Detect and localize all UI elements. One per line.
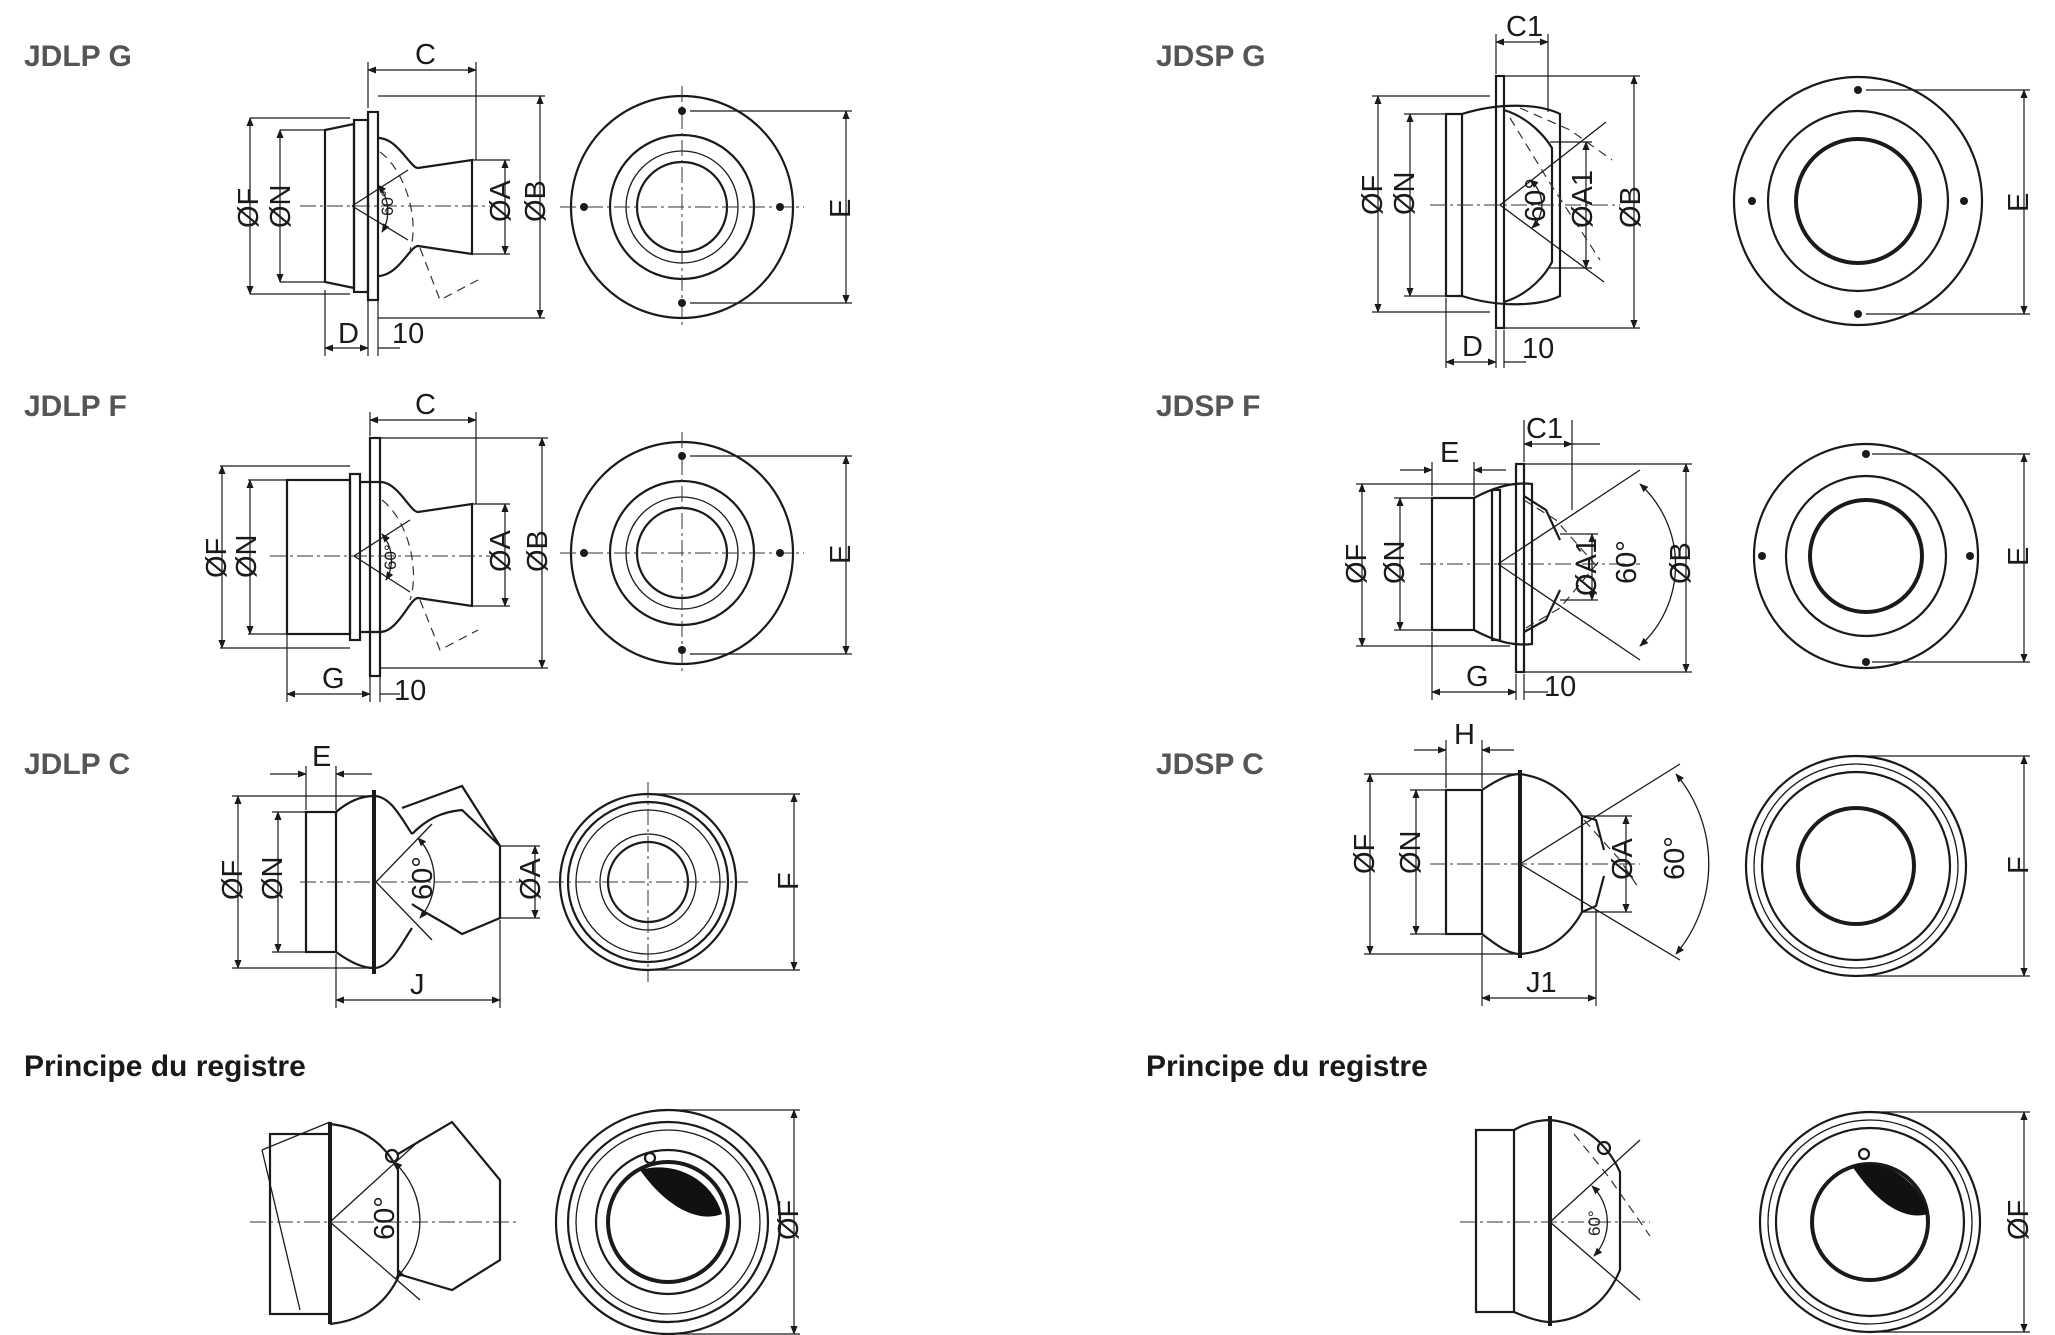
jdsp-f-angle-label: 60° bbox=[1611, 540, 1643, 584]
jdsp-f-phi-b-label: ØB bbox=[1665, 542, 1697, 584]
jdlp-f-g-label: G bbox=[322, 663, 345, 695]
jdlp-g-phi-a-label: ØA bbox=[485, 179, 517, 222]
drawing-principle-right: 60° ØF bbox=[1460, 1110, 2035, 1334]
jdlp-f-side-view: 60° bbox=[270, 436, 490, 678]
jdlp-c-front-view: F bbox=[548, 782, 805, 982]
title-jdsp-f: JDSP F bbox=[1156, 390, 1261, 423]
jdlp-c-phi-n-label: ØN bbox=[257, 857, 289, 901]
damper-blade-right-icon bbox=[1852, 1164, 1928, 1216]
jdsp-c-front-view: F bbox=[1744, 754, 2035, 978]
jdsp-g-ten-label: 10 bbox=[1522, 333, 1554, 365]
principle-left-angle-label: 60° bbox=[369, 1196, 401, 1240]
title-jdlp-f: JDLP F bbox=[24, 390, 127, 423]
jdlp-f-front-view: E bbox=[560, 432, 857, 674]
jdlp-f-e-label: E bbox=[825, 545, 857, 564]
principle-right-phi-f-label: ØF bbox=[2003, 1200, 2035, 1240]
jdlp-c-e-label: E bbox=[312, 741, 331, 773]
drawing-jdsp-c: 60° ØF ØN ØA H J1 F bbox=[1349, 719, 2035, 1006]
principle-left-front-view: ØF bbox=[554, 1108, 805, 1335]
jdlp-c-phi-f-label: ØF bbox=[217, 860, 249, 900]
jdlp-c-j-label: J bbox=[410, 969, 425, 1001]
jdlp-c-dimensions: ØF ØN ØA E J bbox=[217, 741, 547, 1008]
damper-blade-icon bbox=[640, 1167, 722, 1217]
jdsp-c-angle-label: 60° bbox=[1659, 836, 1691, 880]
jdlp-g-side-view: 60° bbox=[300, 110, 490, 302]
title-jdsp-g: JDSP G bbox=[1156, 40, 1266, 73]
jdlp-f-phi-n-label: ØN bbox=[231, 535, 263, 579]
jdlp-g-d-label: D bbox=[338, 318, 359, 350]
jdsp-f-phi-n-label: ØN bbox=[1379, 541, 1411, 585]
jdsp-f-dimensions: ØF ØN ØA1 ØB E C1 G 10 bbox=[1341, 413, 1697, 703]
title-jdlp-g: JDLP G bbox=[24, 40, 132, 73]
jdsp-g-side-view: 60° bbox=[1430, 74, 1620, 330]
jdsp-f-phi-a1-label: ØA1 bbox=[1571, 538, 1603, 596]
jdsp-c-dimensions: ØF ØN ØA H J1 bbox=[1349, 719, 1639, 1006]
jdlp-f-phi-a-label: ØA bbox=[485, 529, 517, 572]
jdsp-g-phi-n-label: ØN bbox=[1389, 172, 1421, 216]
jdlp-c-side-view: 60° bbox=[300, 784, 520, 974]
jdsp-c-f-label: F bbox=[2003, 856, 2035, 874]
drawing-principle-left: 60° ØF bbox=[250, 1108, 805, 1335]
title-principle-right: Principe du registre bbox=[1146, 1050, 1428, 1083]
jdlp-f-phi-b-label: ØB bbox=[522, 530, 554, 572]
jdlp-g-phi-f-label: ØF bbox=[233, 188, 265, 228]
principle-right-front-view: ØF bbox=[1758, 1110, 2035, 1334]
jdsp-g-d-label: D bbox=[1462, 331, 1483, 363]
jdlp-c-angle-label: 60° bbox=[407, 856, 439, 900]
jdlp-f-phi-f-label: ØF bbox=[201, 538, 233, 578]
jdlp-c-phi-a-label: ØA bbox=[515, 857, 547, 900]
jdsp-f-front-view: E bbox=[1752, 442, 2035, 670]
jdsp-c-side-view: 60° bbox=[1430, 763, 1710, 961]
jdlp-g-e-label: E bbox=[825, 199, 857, 218]
drawing-jdlp-c: 60° ØF ØN ØA E J bbox=[217, 741, 805, 1008]
jdsp-g-phi-f-label: ØF bbox=[1357, 175, 1389, 215]
jdlp-g-phi-b-label: ØB bbox=[520, 180, 552, 222]
jdlp-c-f-label: F bbox=[773, 872, 805, 890]
jdsp-f-g-label: G bbox=[1466, 661, 1489, 693]
jdlp-g-ten-label: 10 bbox=[392, 318, 424, 350]
jdlp-g-dimensions: ØF ØN ØA ØB C D 10 bbox=[233, 39, 552, 356]
jdsp-f-e-top-label: E bbox=[1440, 437, 1459, 469]
drawing-jdsp-g: 60° ØF ØN ØA1 ØB C1 D 10 bbox=[1357, 11, 2035, 368]
title-jdsp-c: JDSP C bbox=[1156, 748, 1264, 781]
drawing-jdsp-f: 60° ØF ØN ØA1 ØB E C1 G bbox=[1341, 413, 2035, 703]
jdlp-f-c-label: C bbox=[415, 389, 436, 421]
jdsp-c-h-label: H bbox=[1454, 719, 1475, 751]
jdsp-g-c1-label: C1 bbox=[1506, 11, 1543, 43]
title-principle-left: Principe du registre bbox=[24, 1050, 306, 1083]
jdlp-g-angle-label: 60° bbox=[378, 190, 397, 216]
jdsp-f-side-view: 60° bbox=[1420, 462, 1677, 674]
jdsp-f-c1-label: C1 bbox=[1526, 413, 1563, 445]
jdsp-g-phi-b-label: ØB bbox=[1615, 186, 1647, 228]
title-jdlp-c: JDLP C bbox=[24, 748, 131, 781]
principle-left-phi-f-label: ØF bbox=[773, 1200, 805, 1240]
jdsp-f-phi-f-label: ØF bbox=[1341, 544, 1373, 584]
jdsp-g-angle-label: 60° bbox=[1520, 178, 1552, 222]
jdlp-g-front-view: E bbox=[560, 86, 857, 328]
jdlp-f-angle-label: 60° bbox=[381, 544, 400, 570]
jdlp-g-c-label: C bbox=[415, 39, 436, 71]
principle-right-angle-label: 60° bbox=[1585, 1210, 1604, 1236]
jdsp-g-front-view: E bbox=[1732, 75, 2035, 327]
principle-left-side-view: 60° bbox=[250, 1120, 520, 1326]
jdsp-c-phi-f-label: ØF bbox=[1349, 834, 1381, 874]
principle-right-side-view: 60° bbox=[1460, 1116, 1651, 1326]
jdsp-g-dimensions: ØF ØN ØA1 ØB C1 D 10 bbox=[1357, 11, 1647, 368]
drawing-jdlp-f: 60° ØF ØN ØA ØB C G 10 bbox=[201, 389, 857, 707]
jdsp-f-e-label: E bbox=[2003, 547, 2035, 566]
jdlp-g-phi-n-label: ØN bbox=[265, 185, 297, 229]
jdsp-g-phi-a1-label: ØA1 bbox=[1567, 170, 1599, 228]
jdsp-c-j1-label: J1 bbox=[1526, 967, 1557, 999]
jdsp-c-phi-a-label: ØA bbox=[1607, 837, 1639, 880]
jdsp-c-phi-n-label: ØN bbox=[1395, 831, 1427, 875]
jdlp-f-dimensions: ØF ØN ØA ØB C G 10 bbox=[201, 389, 554, 707]
jdlp-f-ten-label: 10 bbox=[394, 675, 426, 707]
jdsp-g-e-label: E bbox=[2003, 193, 2035, 212]
drawing-jdlp-g: 60° ØF ØN ØA ØB C D 10 bbox=[233, 39, 857, 356]
jdsp-f-ten-label: 10 bbox=[1544, 671, 1576, 703]
